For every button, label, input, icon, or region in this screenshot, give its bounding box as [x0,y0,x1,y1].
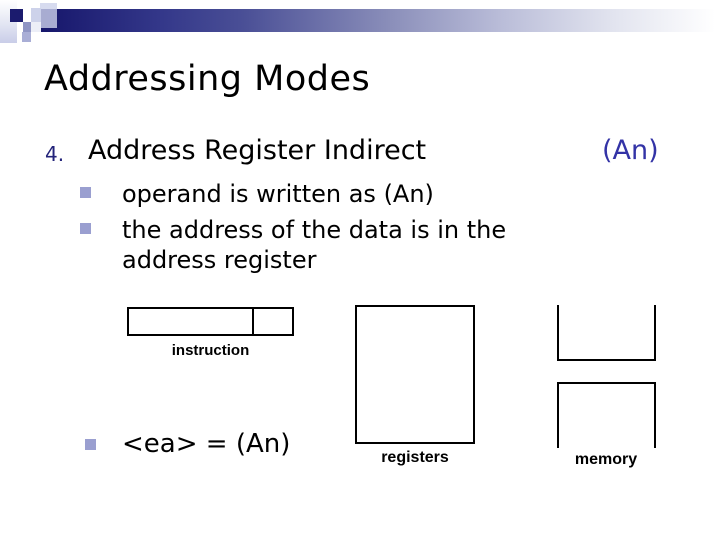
heading-text: Address Register Indirect [88,135,427,166]
heading-number: 4. [45,142,65,166]
formula-text: <ea> = (An) [122,429,291,459]
heading-annotation: (An) [602,135,659,166]
bullet-item: operand is written as (An) [122,180,434,208]
header-accent-bar [41,9,715,32]
bullet-square-icon [85,439,96,450]
pixel-square-light [31,8,41,22]
instruction-label: instruction [171,342,250,359]
bullet-item: the address of the data is in the addres… [122,216,507,274]
instruction-box [127,307,294,336]
registers-label: registers [381,449,449,466]
pixel-square-dark [10,9,23,22]
memory-label: memory [574,451,638,468]
pixel-square-medium [23,22,31,32]
pixel-square-lavender [22,32,31,42]
bullet-square-icon [80,223,91,234]
pixel-square-overlay [40,3,57,28]
bullet-square-icon [80,187,91,198]
registers-box [355,305,475,444]
memory-cell [557,359,656,384]
slide-title: Addressing Modes [44,59,371,99]
pixel-square-pale [31,22,41,32]
instruction-field-divider [252,309,254,334]
